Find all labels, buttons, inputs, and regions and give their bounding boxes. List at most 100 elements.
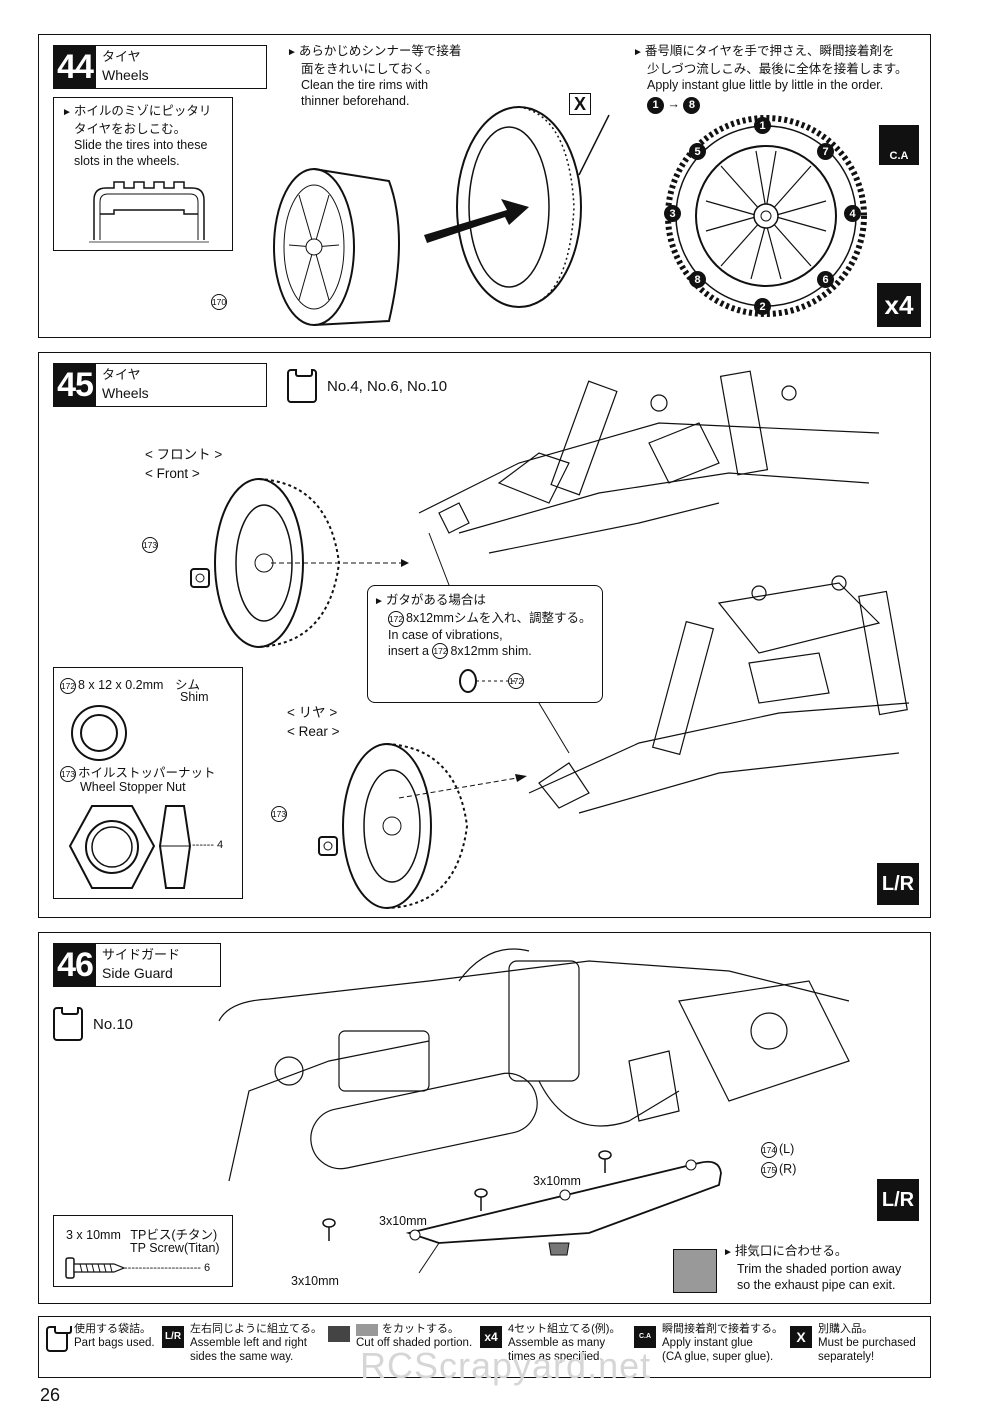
shim-spec: 8 x 12 x 0.2mm	[78, 678, 164, 692]
left-right-icon: L/R	[877, 1179, 919, 1221]
screw-spec-box: 3 x 10mm TPビス(チタン) TP Screw(Titan) -----…	[53, 1215, 233, 1287]
legend-en1: Assemble as many	[508, 1337, 606, 1349]
cut-icon	[328, 1326, 350, 1342]
nut-actual-size-illustration	[68, 805, 192, 889]
exhaust-note-jp: 排気口に合わせる。	[734, 1244, 848, 1258]
step-number: 46	[54, 944, 96, 986]
glue-point-1: 1	[754, 117, 771, 134]
shaded-swatch-icon	[356, 1324, 378, 1336]
ca-glue-icon: C.A	[879, 125, 919, 165]
part-number-circle: 173	[142, 536, 158, 553]
glue-note: ►番号順にタイヤを手で押さえ、瞬間接着剤を 少しづつ流しこみ、最後に全体を接着し…	[633, 43, 908, 114]
watermark: RCScrapyard.net	[360, 1345, 652, 1386]
step-44-panel: 44 タイヤ Wheels ►ホイルのミゾにピッタリ タイヤをおしこむ。 Sli…	[38, 34, 931, 338]
part-bag-icon	[287, 369, 317, 403]
step-46-panel: 46 サイドガード Side Guard No.10 3x1	[38, 932, 931, 1304]
legend-times: x4 4セット組立てる(例)。 Assemble as many times a…	[480, 1322, 620, 1364]
slot-note-en2: slots in the wheels.	[74, 154, 180, 168]
part-bag-icon	[53, 1007, 83, 1041]
callout-en1: In case of vibrations,	[388, 627, 503, 642]
shim-illustration	[459, 669, 516, 693]
step-number: 45	[54, 364, 96, 406]
part-number-circle: 173	[271, 805, 287, 822]
glue-point-2: 2	[754, 298, 771, 315]
glue-point-4: 4	[844, 205, 861, 222]
legend-separate: X 別購入品。 Must be purchased separately!	[790, 1322, 916, 1364]
glue-point-3: 3	[664, 205, 681, 222]
part-number-circle: 172	[432, 643, 449, 660]
side-guard-illustration	[405, 1159, 722, 1274]
slot-note-en1: Slide the tires into these	[74, 138, 208, 152]
legend-jp: をカットする。	[382, 1323, 459, 1335]
x-mark-icon: X	[569, 93, 591, 115]
rear-nut-illustration	[318, 836, 338, 856]
x-mark-icon: X	[790, 1326, 812, 1348]
bags-used: No.10	[93, 1015, 134, 1033]
pointer-icon: ►	[633, 47, 643, 58]
legend-jp: 別購入品。	[818, 1323, 873, 1335]
chassis-rear-illustration	[528, 575, 910, 814]
legend-en2: (CA glue, super glue).	[662, 1351, 774, 1363]
slot-note-box: ►ホイルのミゾにピッタリ タイヤをおしこむ。 Slide the tires i…	[53, 97, 233, 251]
step-title-jp: タイヤ	[102, 49, 141, 64]
part-number-circle: 175	[761, 1161, 777, 1178]
legend-en1: Assemble left and right	[190, 1337, 307, 1349]
rim-note-jp2: 面をきれいにしておく。	[301, 62, 438, 76]
part-number-circle: 173	[60, 765, 76, 782]
nut-dimension-value: 4	[217, 839, 224, 851]
front-nut-illustration	[190, 568, 210, 588]
front-nut-label: 173	[142, 536, 160, 554]
screw-dimension: --------------------- 6	[124, 1262, 211, 1274]
exhaust-note-en2: so the exhaust pipe can exit.	[737, 1278, 896, 1292]
part-number-circle: 172	[388, 610, 404, 627]
slot-note-jp2: タイヤをおしこむ。	[74, 122, 187, 136]
screw-spec: 3 x 10mm	[66, 1228, 121, 1242]
page-number: 26	[40, 1385, 61, 1405]
nut-dimension: ------ 4	[192, 839, 224, 851]
nut-name-jp: ホイルストッパーナット	[78, 766, 216, 780]
part-bag-icon	[46, 1326, 72, 1352]
legend-bar	[38, 1316, 931, 1378]
ca-glue-icon: C.A	[634, 1326, 656, 1348]
step-title-en: Side Guard	[102, 965, 173, 981]
part-number-circle: 172	[60, 677, 76, 694]
step-46-header: 46 サイドガード Side Guard	[53, 943, 221, 987]
side-guard-part-labels: 174(L) 175(R)	[761, 1139, 796, 1179]
callout-en3: 8x12mm shim.	[450, 643, 532, 658]
shim-part-label: 172	[508, 672, 526, 690]
callout-en2: insert a	[388, 643, 429, 658]
rim-note-en1: Clean the tire rims with	[301, 78, 429, 92]
legend-en: Part bags used.	[74, 1337, 155, 1349]
pointer-icon: ►	[374, 596, 384, 607]
left-right-icon: L/R	[877, 863, 919, 905]
rear-tire-illustration	[342, 743, 527, 909]
exhaust-note: ►排気口に合わせる。 Trim the shaded portion away …	[723, 1243, 901, 1293]
step-45-panel: 45 タイヤ Wheels No.4, No.6, No.10	[38, 352, 931, 918]
part-170-label: 170	[211, 293, 229, 311]
shaded-cut-icon	[673, 1249, 717, 1293]
screw-name-en: TP Screw(Titan)	[130, 1241, 220, 1255]
pointer-icon: ►	[287, 47, 297, 58]
label-right: (R)	[779, 1162, 797, 1176]
legend-en2: sides the same way.	[190, 1351, 294, 1363]
screw-label-2: 3x10mm	[379, 1214, 427, 1228]
step-title-en: Wheels	[102, 385, 149, 401]
step-title-jp: サイドガード	[102, 947, 181, 962]
left-right-icon: L/R	[162, 1326, 184, 1348]
rear-label: < リヤ > < Rear >	[287, 703, 340, 741]
rear-nut-label: 173	[271, 805, 289, 823]
glue-note-jp1: 番号順にタイヤを手で押さえ、瞬間接着剤を	[644, 44, 895, 58]
engine-chassis-illustration	[218, 948, 850, 1182]
times-4-icon: x4	[480, 1326, 502, 1348]
legend-jp: 瞬間接着剤で接着する。	[662, 1323, 783, 1335]
legend-en1: Must be purchased	[818, 1337, 916, 1349]
label-left: (L)	[779, 1142, 795, 1156]
legend-ca: C.A 瞬間接着剤で接着する。 Apply instant glue (CA g…	[634, 1322, 783, 1364]
times-4-icon: x4	[877, 283, 921, 327]
rim-note-en2: thinner beforehand.	[301, 94, 410, 108]
nut-name-en: Wheel Stopper Nut	[80, 780, 186, 794]
glue-note-en: Apply instant glue little by little in t…	[647, 78, 884, 92]
rim-note: ►あらかじめシンナー等で接着 面をきれいにしておく。 Clean the tir…	[287, 43, 461, 109]
glue-point-7: 7	[817, 143, 834, 160]
